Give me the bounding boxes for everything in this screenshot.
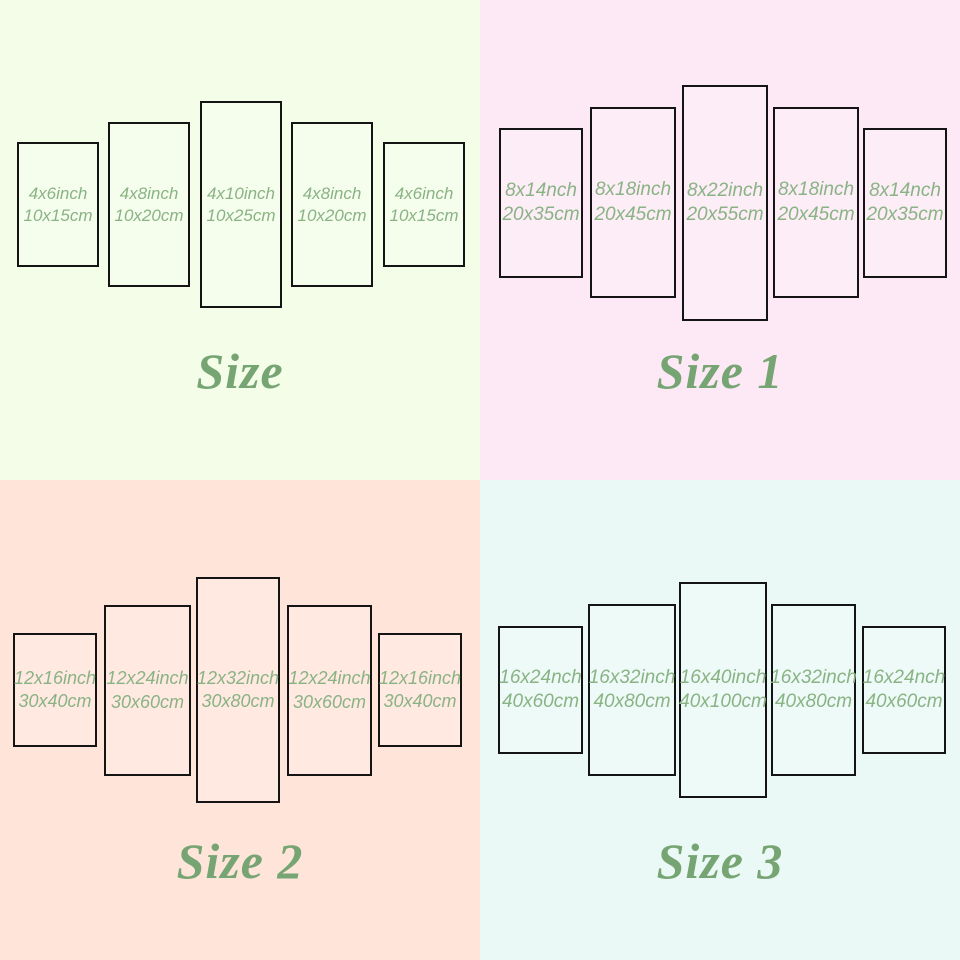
panel-size-label: 8x22inch 20x55cm (686, 179, 763, 228)
panel-size-label: 8x14nch 20x35cm (866, 179, 943, 228)
size-inch: 8x14nch (505, 179, 577, 201)
panel-rect: 12x24inch 30x60cm (104, 605, 191, 776)
panel-rect: 8x22inch 20x55cm (682, 85, 768, 321)
panel-rect: 8x14nch 20x35cm (863, 128, 947, 278)
size-cm: 10x20cm (297, 205, 367, 225)
size-inch: 16x32inch (770, 666, 857, 688)
panel-rect: 16x24nch 40x60cm (498, 626, 583, 754)
size-inch: 4x8inch (119, 183, 179, 203)
size-cm: 10x20cm (114, 205, 184, 225)
size-cm: 20x35cm (502, 204, 580, 225)
size-inch: 8x14nch (869, 179, 941, 201)
panel-size-label: 16x40inch 40x100cm (679, 666, 767, 715)
size-inch: 8x22inch (686, 179, 764, 201)
size-cm: 40x100cm (679, 691, 767, 712)
panel-size-label: 16x24nch 40x60cm (499, 666, 581, 715)
size-cm: 40x60cm (865, 691, 943, 712)
quadrant-size-2: 12x16inch 30x40cm 12x24inch 30x60cm 12x3… (0, 480, 480, 960)
size-inch: 8x18inch (777, 179, 855, 201)
size-inch: 4x8inch (302, 183, 362, 203)
size-cm: 30x60cm (292, 691, 367, 712)
size-cm: 10x15cm (23, 205, 93, 225)
panel-rect: 4x8inch 10x20cm (291, 122, 373, 287)
size-inch: 4x6inch (28, 183, 88, 203)
size-inch: 12x24inch (288, 668, 371, 689)
quadrant-title: Size (196, 343, 284, 399)
panel-size-label: 12x32inch 30x80cm (197, 667, 279, 713)
size-inch: 12x24inch (106, 668, 189, 689)
size-cm: 30x40cm (383, 691, 457, 711)
size-inch: 16x24nch (499, 666, 582, 688)
size-inch: 12x32inch (196, 667, 280, 688)
quadrant-size: 4x6inch 10x15cm 4x8inch 10x20cm 4x10inch… (0, 0, 480, 480)
panel-rect: 4x8inch 10x20cm (108, 122, 190, 287)
panel-rect: 4x6inch 10x15cm (383, 142, 465, 267)
panel-rect: 16x40inch 40x100cm (679, 582, 767, 798)
size-inch: 16x40inch (679, 666, 767, 688)
panel-rect: 12x32inch 30x80cm (196, 577, 280, 803)
size-cm: 40x80cm (774, 691, 853, 712)
panel-size-label: 4x6inch 10x15cm (24, 183, 93, 227)
size-inch: 8x18inch (594, 179, 672, 201)
panel-rect: 8x18inch 20x45cm (590, 107, 676, 298)
panel-size-label: 8x14nch 20x35cm (502, 179, 579, 228)
panel-rect: 8x18inch 20x45cm (773, 107, 859, 298)
panel-rect: 4x6inch 10x15cm (17, 142, 99, 267)
panel-size-label: 4x8inch 10x20cm (298, 183, 367, 227)
size-cm: 30x80cm (201, 691, 275, 711)
size-cm: 20x45cm (777, 203, 855, 225)
size-inch: 12x16inch (378, 667, 462, 688)
panel-size-label: 12x24inch 30x60cm (288, 667, 370, 713)
size-cm: 10x15cm (389, 205, 459, 225)
size-cm: 20x55cm (686, 204, 764, 225)
panel-size-label: 16x32inch 40x80cm (770, 666, 857, 715)
panel-rect: 12x24inch 30x60cm (287, 605, 372, 776)
quadrant-title: Size 1 (656, 343, 784, 399)
panel-size-label: 4x6inch 10x15cm (390, 183, 459, 227)
panel-size-label: 12x16inch 30x40cm (14, 667, 96, 713)
size-cm: 40x60cm (501, 691, 580, 712)
panel-rect: 12x16inch 30x40cm (378, 633, 462, 747)
size-cm: 40x80cm (593, 691, 671, 712)
size-cm: 20x45cm (594, 203, 672, 225)
size-cm: 20x35cm (866, 204, 944, 225)
panel-rect: 16x32inch 40x80cm (588, 604, 676, 776)
panel-rect: 12x16inch 30x40cm (13, 633, 97, 747)
size-inch: 12x16inch (13, 667, 97, 688)
panel-rect: 16x32inch 40x80cm (770, 604, 857, 776)
panel-size-label: 4x10inch 10x25cm (207, 183, 276, 227)
panel-size-label: 4x8inch 10x20cm (115, 183, 184, 227)
size-inch: 4x6inch (394, 183, 454, 203)
panel-size-label: 16x32inch 40x80cm (589, 666, 676, 715)
panel-size-label: 8x18inch 20x45cm (777, 178, 854, 227)
panel-size-label: 16x24nch 40x60cm (863, 666, 945, 715)
panel-size-label: 12x24inch 30x60cm (106, 667, 188, 713)
size-inch: 16x24nch (862, 666, 946, 688)
size-cm: 30x40cm (18, 691, 92, 711)
quadrant-title: Size 2 (176, 833, 304, 889)
size-inch: 16x32inch (588, 666, 676, 688)
panel-rect: 8x14nch 20x35cm (499, 128, 583, 278)
quadrant-size-3: 16x24nch 40x60cm 16x32inch 40x80cm 16x40… (480, 480, 960, 960)
size-cm: 30x60cm (110, 691, 185, 712)
quadrant-size-1: 8x14nch 20x35cm 8x18inch 20x45cm 8x22inc… (480, 0, 960, 480)
size-inch: 4x10inch (206, 183, 276, 203)
panel-rect: 4x10inch 10x25cm (200, 101, 282, 308)
panel-rect: 16x24nch 40x60cm (862, 626, 946, 754)
panel-size-label: 8x18inch 20x45cm (594, 178, 671, 227)
panel-size-label: 12x16inch 30x40cm (379, 667, 461, 713)
size-cm: 10x25cm (206, 205, 276, 225)
quadrant-title: Size 3 (656, 833, 784, 889)
